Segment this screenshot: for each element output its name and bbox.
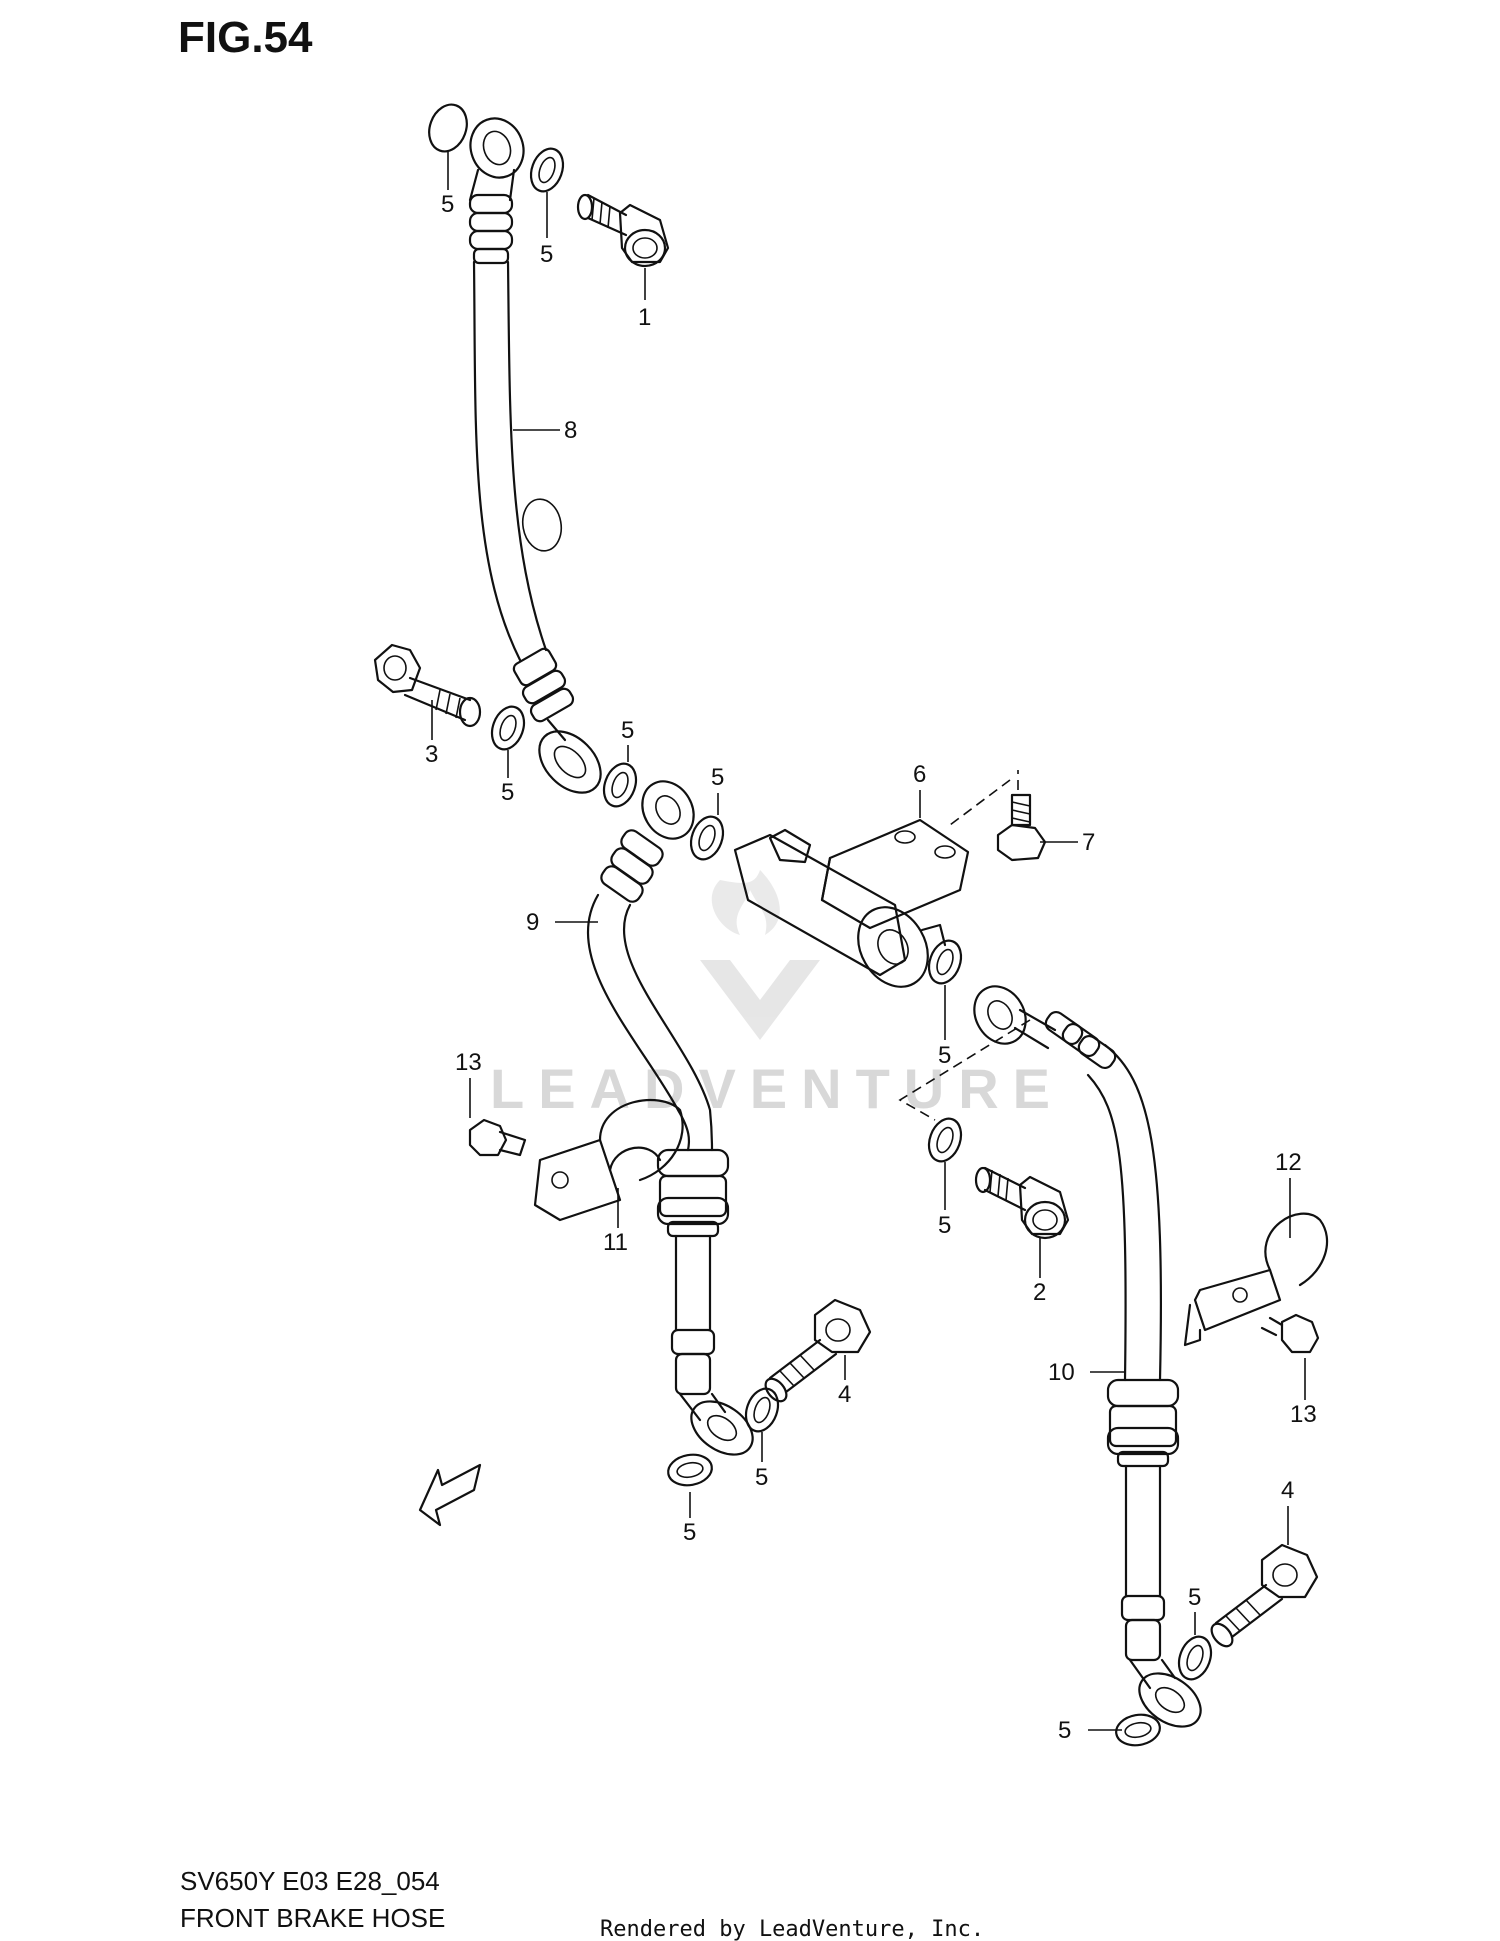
callout-5: 5 <box>621 717 634 744</box>
leadventure-watermark-logo <box>700 870 820 1040</box>
callout-13: 13 <box>1290 1401 1317 1428</box>
washer-icon <box>744 1387 780 1433</box>
brake-hose-joint-6 <box>733 818 970 988</box>
figure-title: FIG.54 <box>178 13 313 62</box>
callout-1: 1 <box>638 304 651 331</box>
callout-9: 9 <box>526 909 539 936</box>
bolt-13-icon <box>468 1118 527 1157</box>
callout-5: 5 <box>711 764 724 791</box>
washer-icon <box>602 762 638 808</box>
callout-5: 5 <box>683 1519 696 1546</box>
washer-icon <box>927 939 963 985</box>
callout-5: 5 <box>938 1042 951 1069</box>
clamp-11-icon <box>533 1098 684 1222</box>
washer-icon <box>1115 1713 1161 1747</box>
washer-icon <box>927 1117 963 1163</box>
reference-line <box>898 1019 1031 1121</box>
union-bolt-1-icon <box>576 193 670 268</box>
rendered-by: Rendered by LeadVenture, Inc. <box>600 1917 984 1941</box>
callout-5: 5 <box>1188 1584 1201 1611</box>
washer-icon <box>667 1453 713 1487</box>
union-bolt-4-icon <box>1210 1543 1319 1648</box>
callout-5: 5 <box>938 1212 951 1239</box>
callout-7: 7 <box>1082 829 1095 856</box>
clamp-12-icon <box>1183 1212 1329 1347</box>
reference-line <box>949 779 1011 826</box>
union-bolt-3-icon <box>373 643 482 728</box>
model-code: SV650Y E03 E28_054 <box>180 1866 440 1896</box>
union-bolt-4-icon <box>764 1298 872 1403</box>
callout-4: 4 <box>838 1381 851 1408</box>
washer-icon <box>689 815 725 861</box>
washer-icon <box>490 705 526 751</box>
callout-5: 5 <box>755 1464 768 1491</box>
callout-4: 4 <box>1281 1477 1294 1504</box>
callout-5: 5 <box>501 779 514 806</box>
callout-2: 2 <box>1033 1279 1046 1306</box>
callout-labels: 5 5 1 8 3 5 5 5 6 7 9 5 13 11 5 2 12 4 1… <box>425 191 1317 1744</box>
brake-hose-left-9 <box>586 780 754 1456</box>
figure-caption: FRONT BRAKE HOSE <box>180 1903 445 1933</box>
callout-13: 13 <box>455 1049 482 1076</box>
callout-12: 12 <box>1275 1149 1302 1176</box>
callout-6: 6 <box>913 761 926 788</box>
washer-icon <box>1177 1635 1213 1681</box>
brake-hose-upper-8 <box>428 103 602 794</box>
watermark-text: LEADVENTURE <box>490 1057 1064 1120</box>
bolt-7-icon <box>996 770 1047 862</box>
callout-11: 11 <box>603 1229 628 1256</box>
washer-icon <box>529 147 565 193</box>
callout-8: 8 <box>564 417 577 444</box>
fwd-label: FWD <box>438 1476 474 1505</box>
callout-5: 5 <box>540 241 553 268</box>
callout-10: 10 <box>1048 1359 1075 1386</box>
brake-hose-right-10 <box>973 985 1202 1728</box>
union-bolt-2-icon <box>974 1166 1070 1240</box>
fwd-arrow-icon: FWD <box>418 1463 482 1527</box>
callout-5: 5 <box>1058 1717 1071 1744</box>
callout-leaders <box>431 150 1306 1731</box>
callout-5: 5 <box>441 191 454 218</box>
bolt-13-icon <box>1260 1313 1320 1354</box>
callout-3: 3 <box>425 741 438 768</box>
